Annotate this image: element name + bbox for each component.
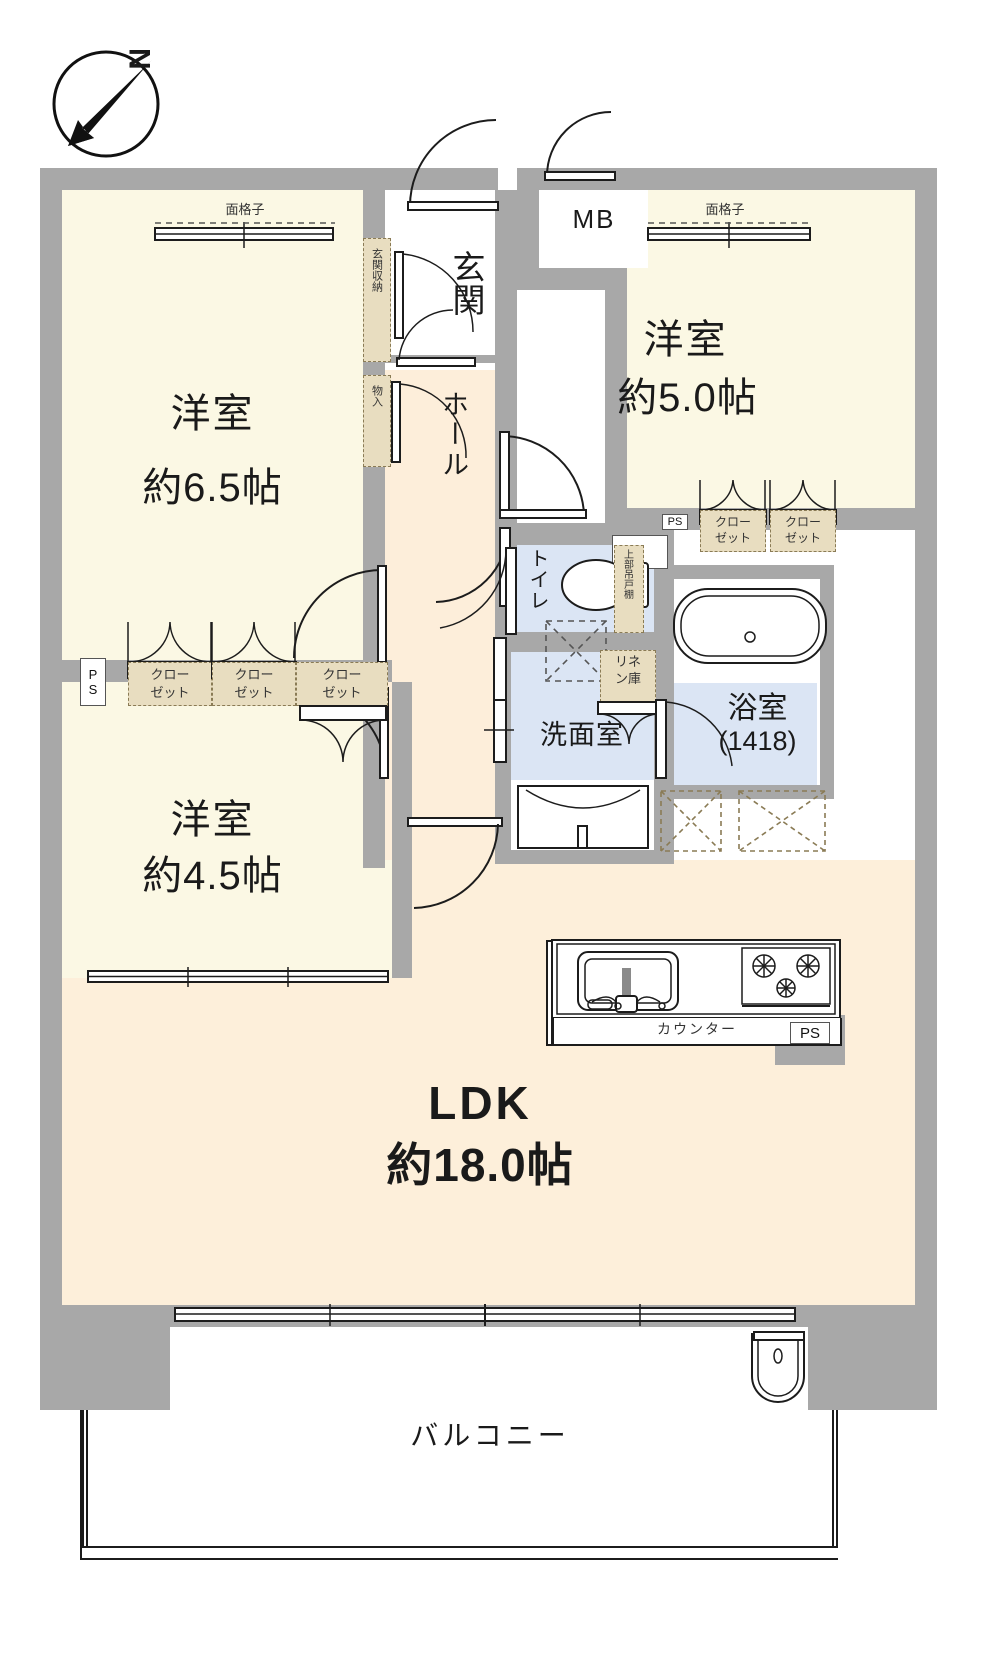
entrance-label: 玄関 [448,250,485,316]
counter-label: カウンター [657,1021,737,1037]
washroom-sliding-door-icon [484,637,514,763]
window-ldk-balcony [174,1304,796,1326]
window-grille-label-left: 面格子 [225,202,265,217]
balcony-divider-left [80,1410,82,1560]
linen-cabinet-label: リネン庫 [614,654,641,686]
wall-toilet-bottom [495,632,670,652]
kitchen-counter-icon [551,939,841,1019]
toilet-door-icon [439,547,517,635]
balcony-area [170,1327,808,1512]
entrance-door2-icon [396,309,476,367]
wall-bath-top [654,565,834,579]
balcony-faucet-icon [751,1331,805,1403]
wall-top-left [40,168,385,190]
washitsu-50-size: 約5.0帖 [617,376,758,420]
bathtub-icon [673,588,827,664]
ps-marker-kitchen: PS [790,1022,830,1044]
entrance-storage [363,238,391,362]
balcony-rail-right [832,1410,838,1560]
compass [48,42,168,162]
room-washitsu-65-fill [62,190,363,660]
window-grille-dash-right [648,222,813,224]
wall-left-outer [40,168,62,1340]
wall-washitsu45-right [392,682,412,978]
wall-right-outer [915,168,937,1340]
door-washitsu65-icon [293,565,387,663]
washing-machine-space [545,620,607,682]
closet-3-label: クローゼット [322,667,362,700]
closet-2 [212,662,296,706]
compass-north-label: N [122,47,156,70]
ldk-name: LDK [428,1077,532,1129]
door-washitsu50-icon [499,431,587,519]
wall-entry-top [363,168,498,190]
balcony-rail-left [82,1410,88,1560]
storage-closet [363,375,391,467]
window-grille-dash-left [155,222,335,224]
closet-3 [296,662,388,706]
washitsu-65-size: 約6.5帖 [142,466,283,510]
mb-label: MB [572,204,616,234]
bathroom-door-icon [655,699,733,779]
wall-washroom-bottom [495,850,674,864]
vanity-icon [517,785,649,849]
wall-mb-bottom [517,268,627,290]
toilet-label: トイレ [526,548,548,611]
wall-top-right [620,168,937,190]
washitsu-50-name: 洋室 [643,318,728,362]
wall-bath-bottom [654,785,834,799]
wall-mb-right [517,168,539,276]
closet-5-label: クローゼット [784,515,821,546]
closet-4-label: クローゼット [714,515,751,546]
mb-door-icon [544,111,616,181]
ps-kitchen-label: PS [799,1024,820,1042]
window-washitsu45 [87,967,389,987]
entrance-door-icon [407,119,499,211]
balcony-label: バルコニー [410,1420,570,1451]
washitsu-45-size: 約4.5帖 [142,854,283,898]
kitchen-counter-left-edge [546,940,553,1046]
room-washitsu-50-fill [620,190,915,512]
storage-square-1 [660,790,722,852]
ps-marker-left: PS [80,658,106,706]
upper-cabinet [614,545,644,633]
ps-left-label: PS [85,667,101,697]
washitsu-65-name: 洋室 [170,392,255,436]
hall-ldk-door-icon [407,817,503,909]
window-grille-label-right: 面格子 [705,202,745,217]
ps-top-label: PS [667,516,683,528]
window-top-right [647,222,811,248]
ps-marker-top: PS [662,514,688,530]
entrance-inner-door-icon [394,251,474,339]
room-washitsu-45-fill [62,682,392,978]
wall-washitsu50-left [605,268,627,523]
closet-4 [700,510,766,552]
storage-closet-label: 物入 [370,385,383,407]
storage-square-2 [738,790,826,852]
closet-5 [770,510,836,552]
closet-1-label: クローゼット [150,667,190,700]
window-top-left [154,222,334,248]
washitsu-45-name: 洋室 [170,798,255,842]
mb-shaft-fill [540,190,648,268]
closet-1 [128,662,212,706]
balcony-rail-bottom [82,1546,838,1560]
linen-door-icon [597,701,661,745]
bathroom-label: 浴室 [727,692,788,725]
storage-door-icon [391,381,467,463]
upper-cabinet-label: 上部吊戸棚 [621,549,633,599]
closet-2-label: クローゼット [234,667,274,700]
bathroom-size-label: (1418) [718,726,797,756]
washroom-label: 洗面室 [540,720,624,750]
ldk-size: 約18.0帖 [386,1139,574,1191]
closet-3-doors-icon [299,705,387,763]
entrance-storage-label: 玄関収納 [370,248,383,292]
